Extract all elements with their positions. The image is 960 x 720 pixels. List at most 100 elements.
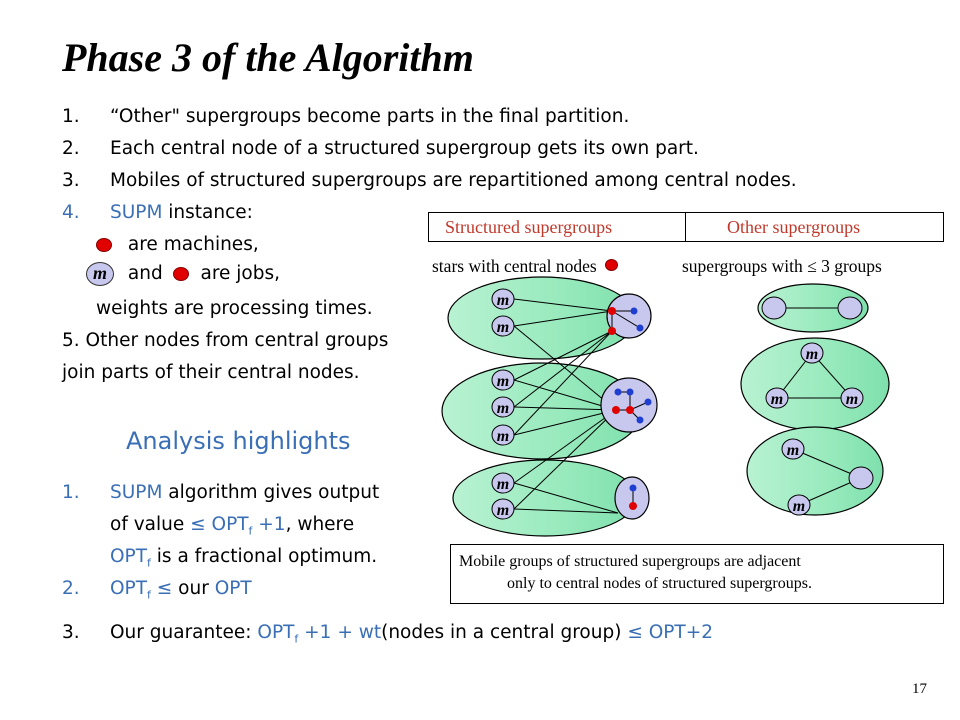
- list-item-3: 3. Mobiles of structured supergroups are …: [62, 168, 797, 194]
- opt-term: OPT: [214, 578, 252, 599]
- subscript: f: [147, 588, 151, 602]
- wt-term: wt: [358, 622, 382, 643]
- central-node-blue: [636, 324, 644, 332]
- mobile-label: m: [497, 292, 509, 309]
- page-title: Phase 3 of the Algorithm: [62, 35, 474, 80]
- machines-text: are machines,: [127, 234, 259, 255]
- mobile-label: m: [771, 391, 783, 408]
- opt-term: OPT: [110, 546, 148, 567]
- header-divider: [685, 213, 686, 241]
- structured-supergroup-3: [452, 459, 638, 537]
- caption-line-1: Mobile groups of structured supergroups …: [459, 553, 801, 570]
- mobile-nodes: [491, 288, 515, 520]
- opt-bound: ≤ OPT+2: [627, 622, 713, 643]
- analysis-item-1-line-2: of value ≤ OPTf +1, where: [110, 512, 354, 545]
- list-number: 3.: [62, 170, 80, 191]
- diagram-caption-box: Mobile groups of structured supergroups …: [450, 544, 944, 604]
- mobile-node-icon: m: [86, 262, 114, 286]
- central-node-blue: [630, 307, 638, 315]
- list-text: instance:: [162, 202, 253, 223]
- central-node-blue: [614, 388, 622, 396]
- analysis-item-1-line-3: OPTf is a fractional optimum.: [110, 544, 377, 577]
- red-central-node-icon: [172, 267, 189, 281]
- list-number: 1.: [62, 482, 80, 503]
- sub-header-stars: stars with central nodes: [432, 256, 619, 277]
- list-text: algorithm gives output: [162, 482, 380, 503]
- mobile-label: m: [846, 391, 858, 408]
- list-number: 2.: [62, 578, 80, 599]
- group-node: [761, 296, 787, 320]
- central-node-blue: [644, 398, 652, 406]
- list-number: 2.: [62, 138, 80, 159]
- opt-term: OPT: [110, 578, 148, 599]
- central-node-blue: [626, 388, 634, 396]
- analysis-item-2: 2.OPTf ≤ our OPT: [62, 576, 252, 609]
- item-5-line-1: 5. Other nodes from central groups: [62, 330, 389, 351]
- mobile-node: [800, 342, 824, 364]
- list-text: , where: [285, 514, 355, 535]
- central-group-3: [614, 476, 650, 520]
- list-item-4: 4. SUPM instance:: [62, 200, 253, 226]
- subscript: f: [248, 524, 253, 538]
- other-supergroup-3: [746, 426, 884, 516]
- list-text: our: [178, 578, 215, 599]
- list-text: Our guarantee:: [110, 622, 258, 643]
- list-text: of value: [110, 514, 191, 535]
- group-node: [848, 466, 874, 490]
- red-central-node-icon: [96, 238, 112, 252]
- group-node: [837, 296, 863, 320]
- list-item-2: 2.Each central node of a structured supe…: [62, 136, 699, 162]
- list-text: Mobiles of structured supergroups are re…: [110, 170, 797, 191]
- diagram-header-box: Structured supergroups Other supergroups: [428, 212, 944, 242]
- list-text: “Other" supergroups become parts in the …: [110, 106, 630, 127]
- central-node-red: [608, 327, 616, 335]
- page-number: 17: [912, 681, 927, 697]
- list-text: (nodes in a central group): [381, 622, 628, 643]
- weights-line: weights are processing times.: [96, 298, 373, 319]
- item-5-line-2: join parts of their central nodes.: [62, 362, 360, 383]
- jobs-line: m and are jobs,: [86, 261, 280, 287]
- mobile-label: m: [497, 476, 509, 493]
- mobile-label: m: [497, 502, 509, 519]
- jobs-mid-text: and: [127, 263, 163, 284]
- list-item-1: 1. “Other" supergroups become parts in th…: [62, 104, 629, 130]
- machines-line: are machines,: [96, 232, 259, 258]
- mobile-label: m: [787, 442, 799, 459]
- mobile-node: [787, 494, 811, 516]
- jobs-end-text: are jobs,: [200, 263, 281, 284]
- supm-term: SUPM: [110, 202, 163, 223]
- mobile-node: [765, 387, 789, 409]
- opt-expression: ≤ OPT: [190, 514, 249, 535]
- header-structured-supergroups: Structured supergroups: [445, 217, 613, 237]
- mobile-label: m: [497, 400, 509, 417]
- analysis-item-1-line-1: 1.SUPM algorithm gives output: [62, 480, 379, 506]
- central-node-red: [612, 406, 620, 414]
- opt-expression: +1 +: [298, 622, 359, 643]
- central-node-blue: [629, 484, 637, 492]
- mobile-central-edges: [513, 298, 619, 514]
- central-node-blue: [636, 416, 644, 424]
- mobile-label: m: [806, 346, 818, 363]
- mobile-node: [840, 387, 864, 409]
- list-number: 1.: [62, 106, 80, 127]
- analysis-item-3: 3. Our guarantee: OPTf +1 + wt(nodes in a…: [62, 620, 713, 653]
- mobile-label: m: [497, 373, 509, 390]
- subscript: f: [147, 556, 151, 570]
- caption-line-2: only to central nodes of structured supe…: [507, 575, 812, 592]
- mobile-node: [781, 438, 805, 460]
- red-central-node-icon: [605, 259, 619, 271]
- subscript: f: [294, 632, 299, 646]
- list-text: is a fractional optimum.: [150, 546, 378, 567]
- leq-symbol: ≤: [150, 578, 179, 599]
- central-node-red: [629, 502, 637, 510]
- sub-header-text: stars with central nodes: [432, 256, 597, 276]
- header-other-supergroups: Other supergroups: [727, 217, 861, 237]
- central-node-red: [608, 307, 616, 315]
- list-number: 4.: [62, 202, 80, 223]
- sub-header-supergroups: supergroups with ≤ 3 groups: [682, 256, 882, 276]
- opt-term: OPT: [257, 622, 295, 643]
- mobile-label: m: [497, 319, 509, 336]
- analysis-heading: Analysis highlights: [126, 427, 351, 455]
- list-number: 3.: [62, 622, 80, 643]
